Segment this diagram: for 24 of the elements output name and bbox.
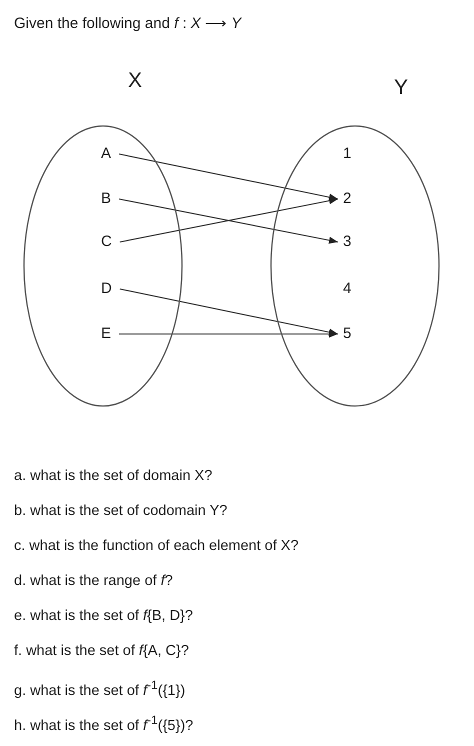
set-label: Y <box>394 77 408 99</box>
element-label: C <box>101 233 112 251</box>
element-label: 3 <box>343 233 352 251</box>
element-label: A <box>101 145 112 163</box>
question-text: h. what is the set of f$^{-1}$({5})? <box>14 713 194 734</box>
arrow <box>120 288 338 336</box>
set-label: X <box>128 70 142 92</box>
question-text: g. what is the set of f$^{-1}$({1}) <box>14 678 186 699</box>
question-text: e. what is the set of f{B, D}? <box>14 608 193 624</box>
arrow <box>118 153 338 201</box>
element-label: B <box>101 190 112 208</box>
element-label: D <box>101 280 112 298</box>
element-label: 2 <box>343 190 352 208</box>
element-label: 1 <box>343 145 352 163</box>
element-label: 5 <box>343 325 352 343</box>
title: Given the following and f : X ⟶ Y <box>14 14 242 32</box>
question-text: a. what is the set of domain X? <box>14 468 212 484</box>
arrow <box>119 330 338 338</box>
element-label: E <box>101 325 112 343</box>
question-text: f. what is the set of f{A, C}? <box>14 643 189 659</box>
question-text: c. what is the function of each element of X? <box>14 538 299 554</box>
question-text: b. what is the set of codomain Y? <box>14 503 228 519</box>
element-label: 4 <box>343 280 352 298</box>
question-text: d. what is the range of f? <box>14 573 173 589</box>
